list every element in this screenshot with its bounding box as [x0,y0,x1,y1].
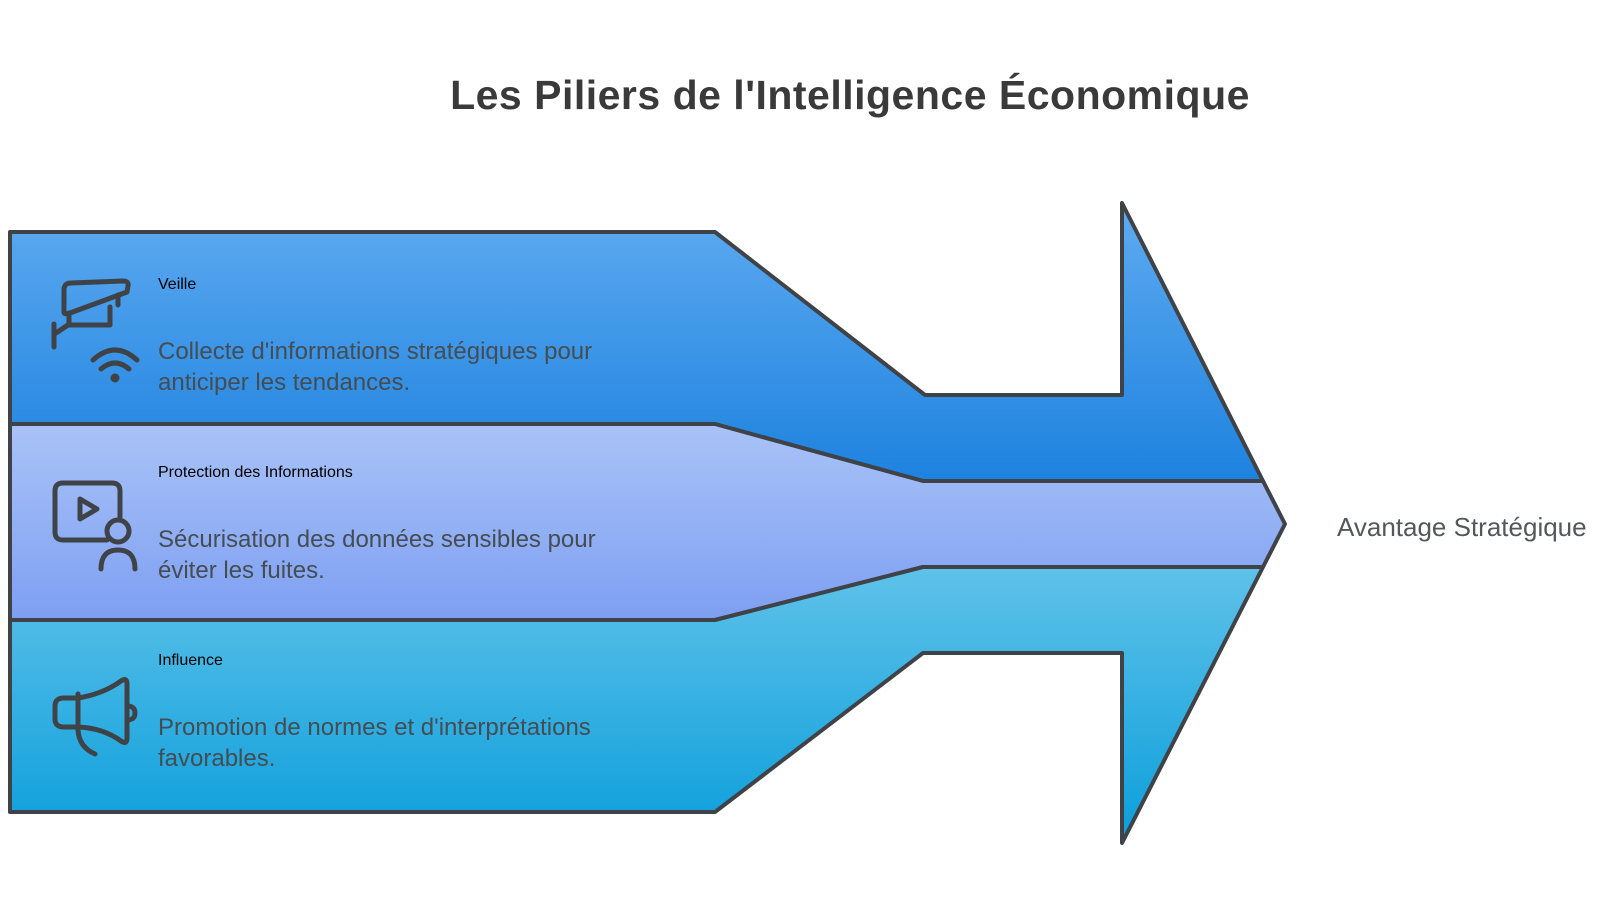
pillar-heading-veille: Veille [158,276,197,293]
pillar-heading-protection: Protection des Informations [158,464,353,481]
cctv-camera-icon [51,278,140,383]
pillar-description-influence: Promotion de normes et d'interprétations… [158,714,591,772]
pillar-description-veille: Collecte d'informations stratégiques pou… [158,338,593,396]
outcome-label: Avantage Stratégique [1337,512,1587,542]
pillar-band-influence [8,565,1265,845]
diagram-title: Les Piliers de l'Intelligence Économique [450,72,1250,118]
pillar-heading-influence: Influence [158,652,223,669]
pillar-description-protection: Sécurisation des données sensibles pour … [158,526,596,584]
megaphone-icon [52,677,138,757]
video-presenter-icon [52,480,138,572]
